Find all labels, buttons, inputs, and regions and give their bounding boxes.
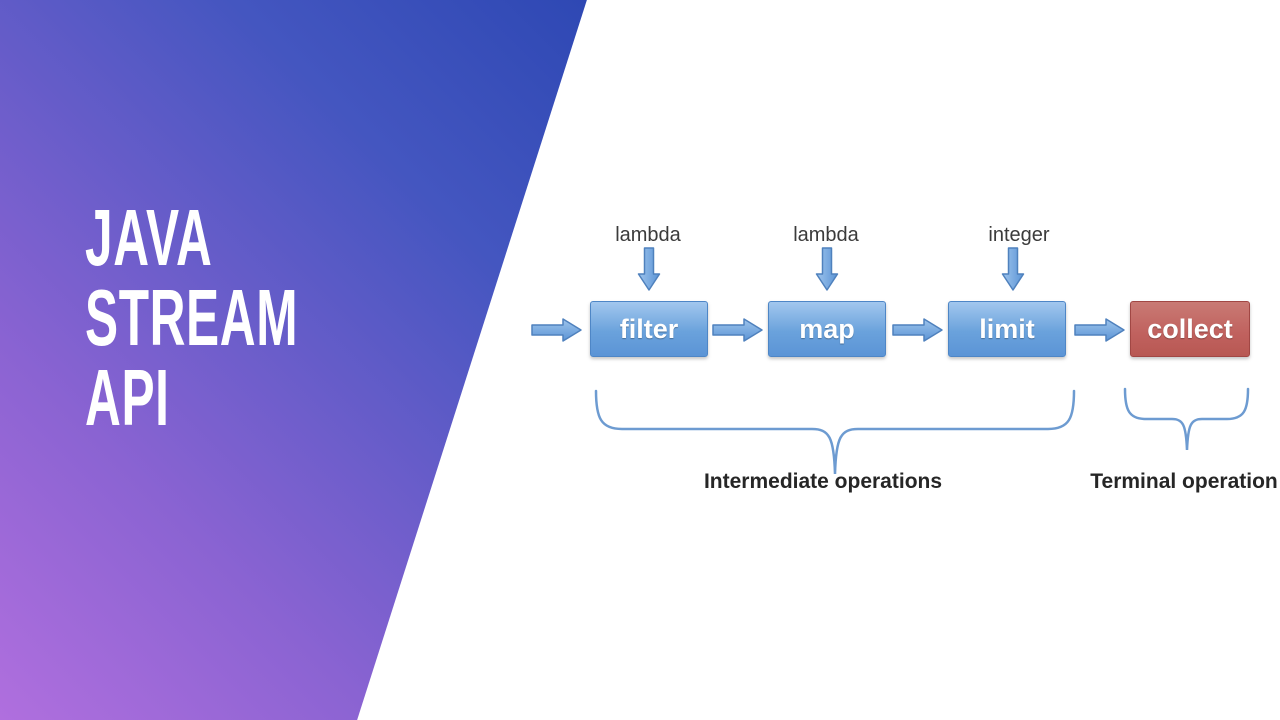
title-line-1: JAVA xyxy=(85,193,213,282)
stage-label-collect: collect xyxy=(1147,313,1233,344)
title-line-3: API xyxy=(85,353,170,442)
slide-title: JAVA STREAM API xyxy=(85,198,298,438)
down-arrow-icon-filter xyxy=(637,247,661,291)
title-line-2: STREAM xyxy=(85,273,299,362)
input-label-lambda-filter: lambda xyxy=(615,224,681,246)
stage-box-filter: filter xyxy=(590,301,708,357)
stage-box-map: map xyxy=(768,301,886,357)
brace-intermediate xyxy=(594,389,1076,475)
input-label-integer-limit: integer xyxy=(988,224,1050,246)
stage-box-limit: limit xyxy=(948,301,1066,357)
flow-arrow-icon-input xyxy=(531,318,582,342)
stage-box-collect: collect xyxy=(1130,301,1250,357)
flow-arrow-icon-limit-collect xyxy=(1074,318,1125,342)
stage-label-filter: filter xyxy=(619,313,679,344)
stage-label-map: map xyxy=(799,313,855,344)
flow-arrow-icon-map-limit xyxy=(892,318,943,342)
flow-arrow-icon-filter-map xyxy=(712,318,763,342)
down-arrow-icon-map xyxy=(815,247,839,291)
input-label-lambda-map: lambda xyxy=(793,224,859,246)
brace-terminal xyxy=(1123,387,1250,451)
group-label-terminal: Terminal operation xyxy=(1090,470,1278,493)
down-arrow-icon-limit xyxy=(1001,247,1025,291)
stage-label-limit: limit xyxy=(979,313,1035,344)
group-label-intermediate: Intermediate operations xyxy=(703,470,943,493)
